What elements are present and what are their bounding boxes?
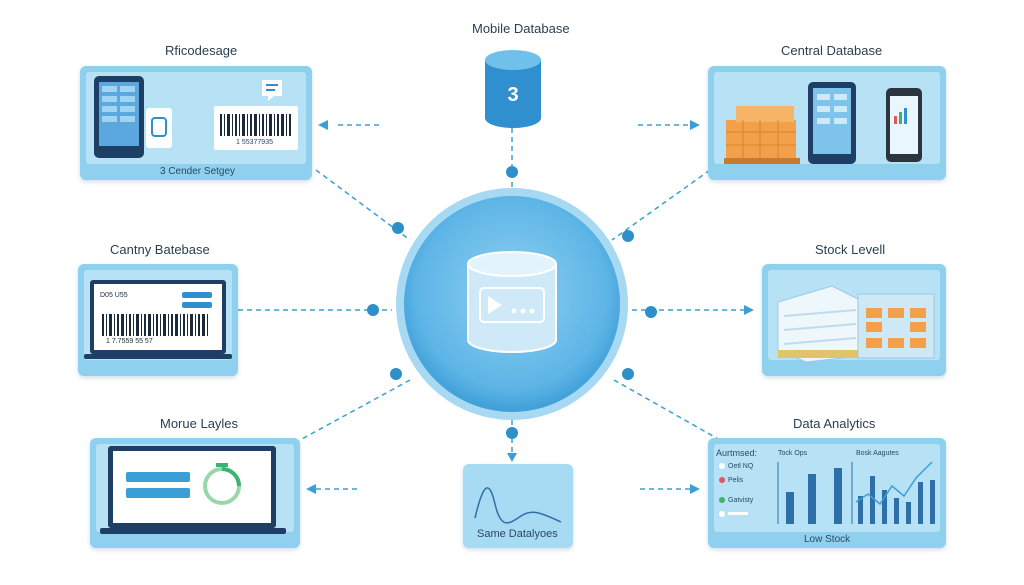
analytics-legend-item-2: Pelis	[728, 477, 744, 484]
node-card-middle-right	[762, 264, 946, 376]
laptop-screen-text: D05 U55	[100, 292, 128, 299]
node-title-bottom-left: Morue Layles	[160, 416, 239, 431]
database-icon	[467, 251, 557, 353]
mobile-database-cylinder	[485, 50, 541, 128]
node-title-bottom-right: Data Analytics	[793, 416, 876, 431]
barcode-number-middle-left: 1 7.7559 55 57	[106, 338, 153, 345]
node-card-top-right	[708, 66, 946, 180]
analytics-dashboard-illustration	[719, 461, 935, 524]
mobile-database-number: 3	[507, 84, 519, 106]
node-title-middle-right: Stock Levell	[815, 242, 886, 257]
laptop-barcode-illustration	[84, 280, 232, 359]
node-card-bottom-left	[90, 438, 300, 548]
analytics-legend-item-3: Gatvisty	[728, 497, 754, 504]
node-title-top-left: Rficodesage	[165, 43, 238, 58]
node-card-top-left: 1 55377935 3 Cender Setgey	[80, 66, 312, 180]
node-card-bottom-center: Same Datalyoes	[463, 464, 573, 548]
barcode-number-top-left: 1 55377935	[236, 139, 273, 146]
warehouse-devices-illustration	[724, 82, 922, 164]
node-title-bottom-center: Same Datalyoes	[477, 528, 558, 540]
node-title-middle-left: Cantny Batebase	[110, 242, 210, 257]
node-card-bottom-right: Aurtmsed: Oetl NQ Pelis Gatvisty Tock Op…	[708, 438, 946, 548]
node-card-middle-left: D05 U55 1 7.7559 55 57	[78, 264, 238, 376]
analytics-chart-left-title: Tock Ops	[778, 450, 808, 457]
analytics-legend-item-1: Oetl NQ	[728, 463, 754, 470]
analytics-chart-right-title: Bosk Aagutes	[856, 450, 899, 457]
node-title-mobile-database: Mobile Database	[472, 21, 570, 36]
analytics-panel-title: Aurtmsed:	[716, 448, 758, 458]
node-caption-top-left: 3 Cender Setgey	[160, 166, 236, 177]
node-caption-bottom-right: Low Stock	[804, 534, 851, 545]
line-chart-illustration	[474, 487, 562, 524]
central-hub	[396, 188, 628, 420]
warehouse-shelves-illustration	[777, 285, 935, 363]
laptop-timer-illustration	[100, 446, 286, 534]
scanner-illustration	[94, 76, 298, 158]
node-title-top-right: Central Database	[781, 43, 883, 58]
